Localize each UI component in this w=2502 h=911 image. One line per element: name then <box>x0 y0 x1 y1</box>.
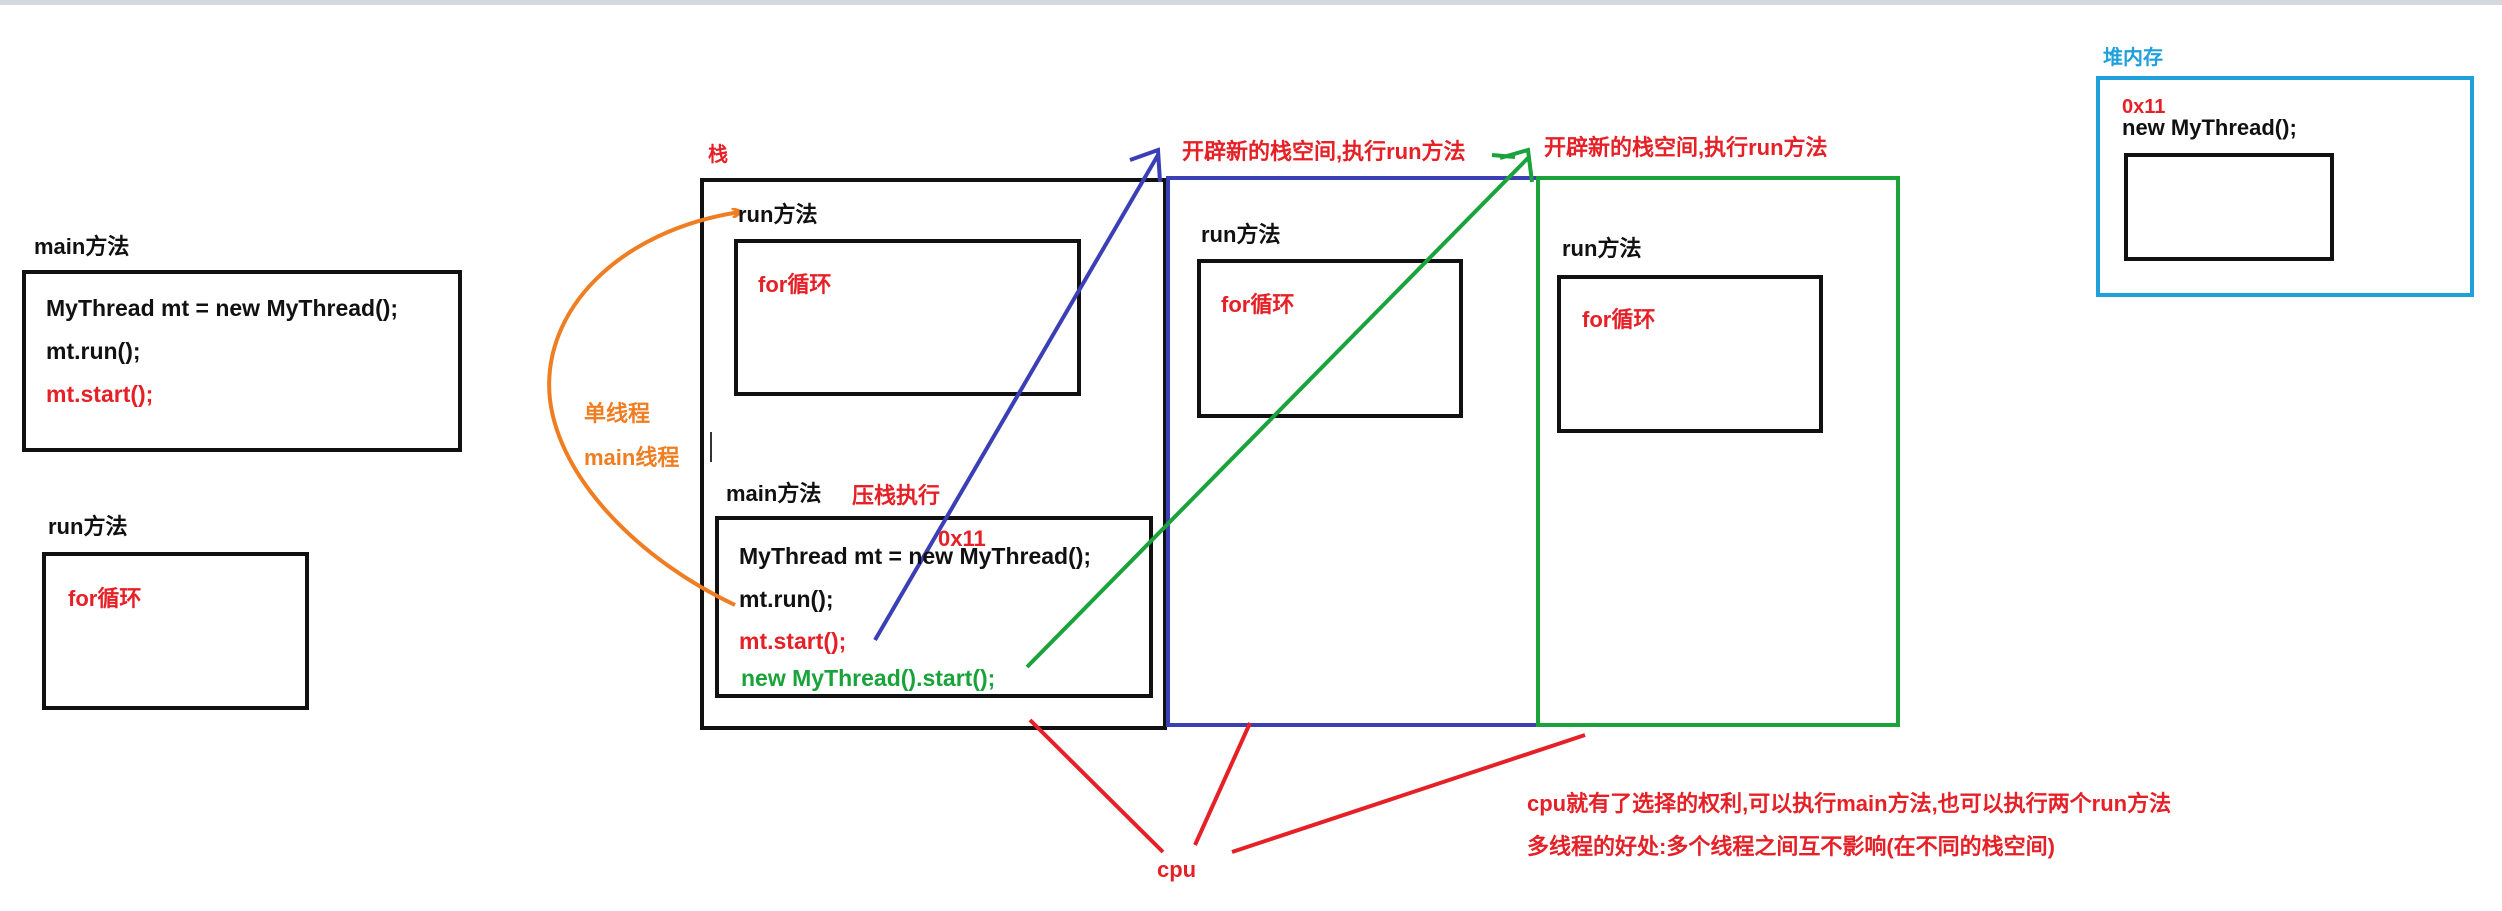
stack-run-frame <box>734 239 1081 396</box>
cpu-label: cpu <box>1157 857 1197 882</box>
cpu-line-stack <box>1028 718 1165 854</box>
stack-line-3: mt.start(); <box>739 628 847 654</box>
heap-label: 堆内存 <box>2103 47 2163 69</box>
new-stack-1-run-frame <box>1197 259 1463 418</box>
new-stack-2-run-body: for循环 <box>1582 307 1656 332</box>
top-bar <box>0 0 2502 5</box>
stack-line-2: mt.run(); <box>739 586 834 612</box>
new-stack-2-label: 开辟新的栈空间,执行run方法 <box>1544 135 1828 160</box>
stack-main-frame <box>715 516 1153 698</box>
stack-run-body: for循环 <box>758 272 832 297</box>
cpu-note-1: cpu就有了选择的权利,可以执行main方法,也可以执行两个run方法 <box>1527 791 2172 816</box>
cpu-line-blue <box>1193 722 1252 846</box>
heap-box <box>2096 76 2474 297</box>
cpu-line-green <box>1231 733 1586 854</box>
push-label: 压栈执行 <box>852 483 941 508</box>
new-stack-2-run-title: run方法 <box>1562 236 1642 261</box>
blue-arrowhead <box>1129 147 1162 183</box>
heap-address: 0x11 <box>2122 96 2166 118</box>
new-stack-1-run-title: run方法 <box>1201 222 1281 247</box>
stack-line-1: MyThread mt = new MyThread(); <box>739 543 1092 569</box>
stack-label: 栈 <box>708 144 728 166</box>
blue-arrow <box>873 153 1160 642</box>
green-dash <box>1491 153 1516 159</box>
heap-object-box <box>2124 153 2334 261</box>
stack-box <box>700 178 1167 730</box>
left-run-body: for循环 <box>68 586 142 611</box>
main-thread-label: main线程 <box>584 445 680 470</box>
green-arrow <box>1025 156 1530 669</box>
heap-object-text: new MyThread(); <box>2122 115 2297 140</box>
left-main-title: main方法 <box>34 234 130 259</box>
stack-run-title: run方法 <box>738 202 818 227</box>
new-stack-1-run-body: for循环 <box>1221 292 1295 317</box>
cpu-note-2: 多线程的好处:多个线程之间互不影响(在不同的栈空间) <box>1527 834 2055 859</box>
left-main-line-1: MyThread mt = new MyThread(); <box>46 295 399 321</box>
new-stack-1-label: 开辟新的栈空间,执行run方法 <box>1182 139 1466 164</box>
new-stack-2-box <box>1536 176 1900 727</box>
left-run-box <box>42 552 309 710</box>
left-main-line-2: mt.run(); <box>46 338 141 364</box>
single-thread-label: 单线程 <box>584 401 651 426</box>
stack-address: 0x11 <box>938 526 986 551</box>
stack-line-4: new MyThread().start(); <box>741 665 996 691</box>
left-main-line-3: mt.start(); <box>46 381 154 407</box>
new-stack-2-run-frame <box>1557 275 1823 433</box>
text-cursor-icon <box>710 432 716 462</box>
orange-arrow <box>547 212 740 607</box>
stack-main-title: main方法 <box>726 481 822 506</box>
left-run-title: run方法 <box>48 514 128 539</box>
left-main-box <box>22 270 462 452</box>
